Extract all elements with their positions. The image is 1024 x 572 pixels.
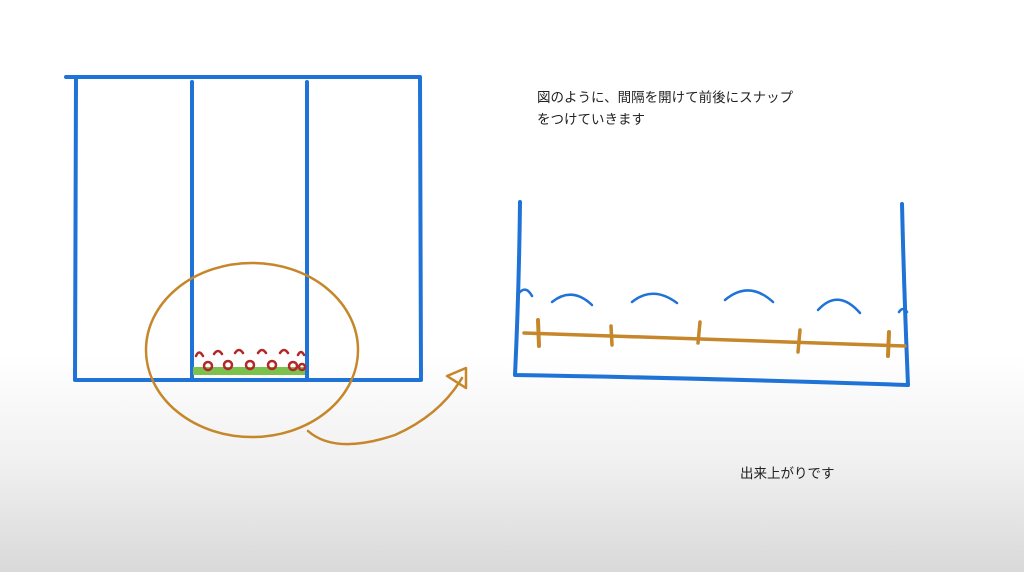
snap-arc bbox=[296, 350, 306, 357]
seam-line bbox=[522, 331, 907, 348]
seam-tick bbox=[796, 328, 802, 354]
snap-circle bbox=[297, 362, 307, 372]
snap-arc-blue bbox=[897, 307, 909, 314]
snap-circle bbox=[202, 360, 214, 372]
right-figure bbox=[513, 200, 910, 387]
red-snap-marks bbox=[194, 348, 307, 372]
right-container-outline bbox=[513, 200, 910, 387]
seam-tick bbox=[886, 330, 891, 358]
arrow-shaft bbox=[306, 376, 464, 446]
snap-circle bbox=[222, 359, 234, 371]
left-figure bbox=[64, 75, 423, 382]
seam-tick bbox=[609, 324, 614, 347]
instruction-line-1: 図のように、間隔を開けて前後にスナップ bbox=[537, 90, 794, 106]
snap-arc bbox=[233, 348, 245, 355]
snap-arc bbox=[278, 348, 290, 355]
snap-arc-blue bbox=[550, 293, 594, 307]
snap-arc bbox=[194, 351, 205, 358]
snap-circle bbox=[266, 359, 278, 371]
instruction-note: 図のように、間隔を開けて前後にスナップ をつけていきます bbox=[537, 87, 793, 131]
seam-tick bbox=[696, 320, 702, 345]
brown-seam-line bbox=[522, 318, 907, 358]
green-strip bbox=[193, 367, 305, 375]
snap-arc-blue bbox=[816, 298, 862, 315]
instruction-line-2: をつけていきます bbox=[537, 112, 645, 128]
left-outer-frame bbox=[64, 75, 423, 382]
snap-circle bbox=[287, 360, 299, 372]
result-text: 出来上がりです bbox=[740, 466, 835, 482]
snap-arc-blue bbox=[630, 292, 679, 305]
snap-arc-blue bbox=[517, 288, 534, 298]
snap-circle bbox=[244, 359, 256, 371]
snap-arc-blue bbox=[723, 289, 775, 304]
snap-arc bbox=[256, 348, 268, 355]
highlight-ellipse bbox=[144, 261, 360, 439]
result-note: 出来上がりです bbox=[740, 463, 835, 485]
blue-snap-arcs bbox=[517, 288, 909, 315]
curved-arrow bbox=[306, 366, 468, 446]
snap-arc bbox=[212, 349, 224, 356]
arrow-head bbox=[445, 366, 468, 390]
seam-tick bbox=[536, 318, 541, 348]
